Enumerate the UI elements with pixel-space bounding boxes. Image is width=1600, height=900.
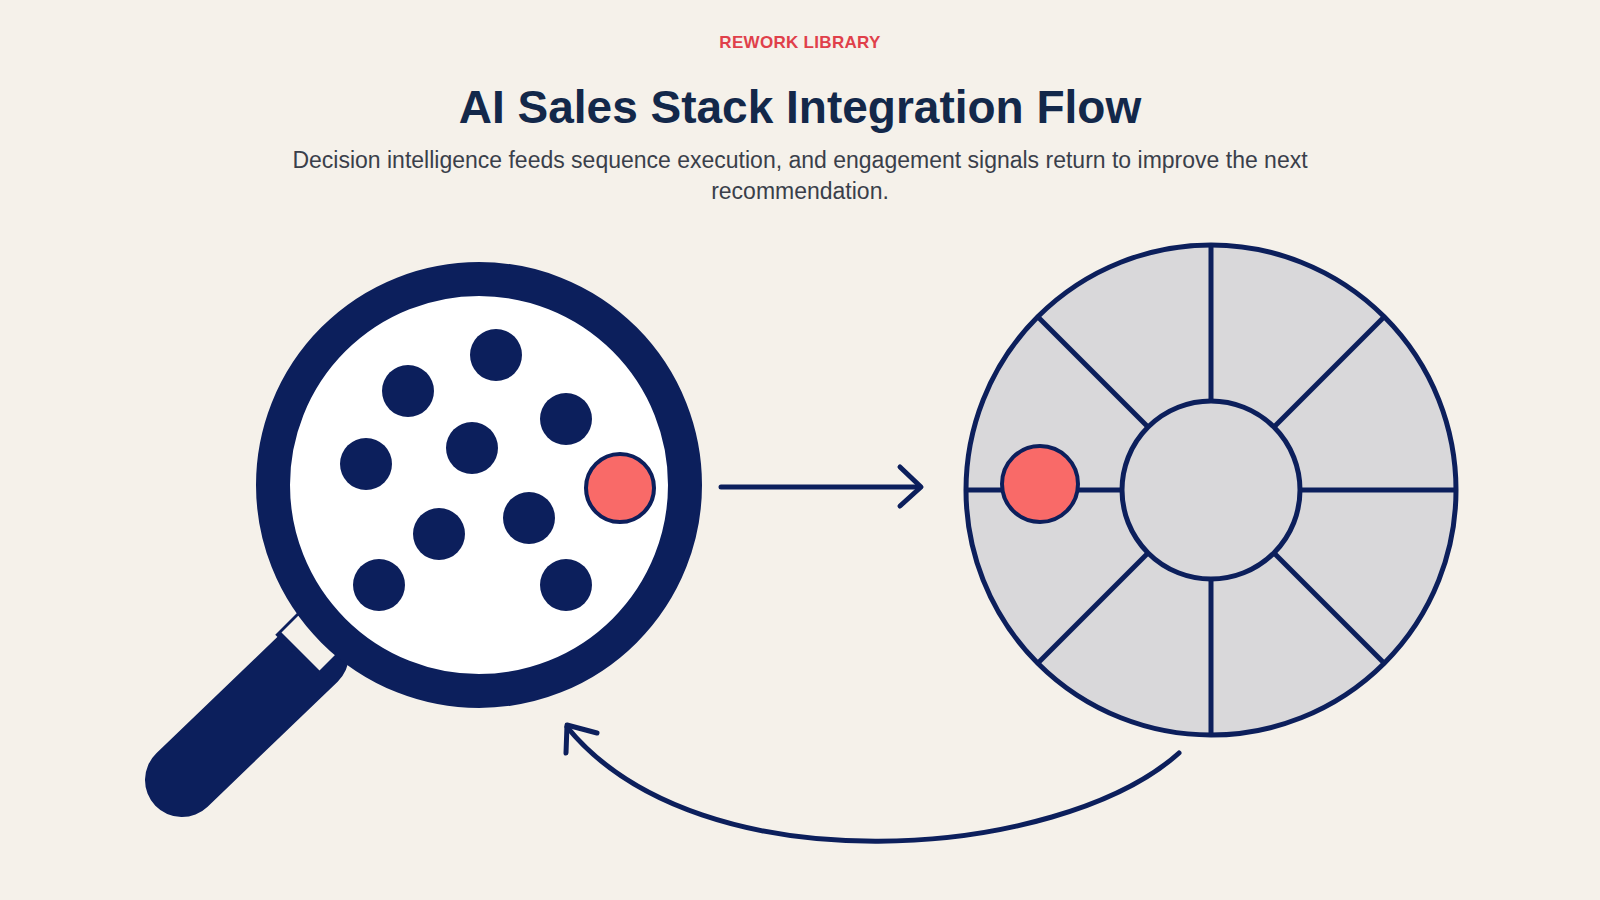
data-dot bbox=[503, 492, 555, 544]
sequence-wheel bbox=[966, 245, 1456, 735]
data-dot bbox=[470, 329, 522, 381]
data-dots bbox=[340, 329, 592, 611]
wheel-spoke bbox=[1274, 317, 1384, 427]
data-dot bbox=[446, 422, 498, 474]
data-dot bbox=[340, 438, 392, 490]
wheel-spoke bbox=[1300, 488, 1456, 493]
wheel-spoke bbox=[1038, 553, 1148, 663]
selected-dot bbox=[586, 454, 654, 522]
page-title: AI Sales Stack Integration Flow bbox=[0, 80, 1600, 134]
feedback-arrow bbox=[567, 727, 1179, 841]
wheel-spoke bbox=[1038, 317, 1148, 427]
data-dot bbox=[413, 508, 465, 560]
page-caption: Decision intelligence feeds sequence exe… bbox=[240, 145, 1360, 207]
wheel-spoke bbox=[1274, 553, 1384, 663]
data-dot bbox=[353, 559, 405, 611]
arrow-head bbox=[566, 725, 597, 753]
kicker-label: REWORK LIBRARY bbox=[0, 33, 1600, 53]
wheel-spokes bbox=[966, 245, 1456, 735]
wheel-spoke bbox=[1209, 245, 1214, 401]
flow-arrow bbox=[721, 485, 919, 490]
data-dot bbox=[382, 365, 434, 417]
active-step-dot bbox=[1002, 446, 1078, 522]
data-dot bbox=[540, 559, 592, 611]
magnifier-handle bbox=[182, 655, 312, 780]
wheel-spoke bbox=[1209, 579, 1214, 735]
data-dot bbox=[540, 393, 592, 445]
magnifier-lens bbox=[273, 279, 685, 691]
wheel-hub bbox=[1122, 401, 1300, 579]
arrow-head bbox=[900, 467, 921, 506]
